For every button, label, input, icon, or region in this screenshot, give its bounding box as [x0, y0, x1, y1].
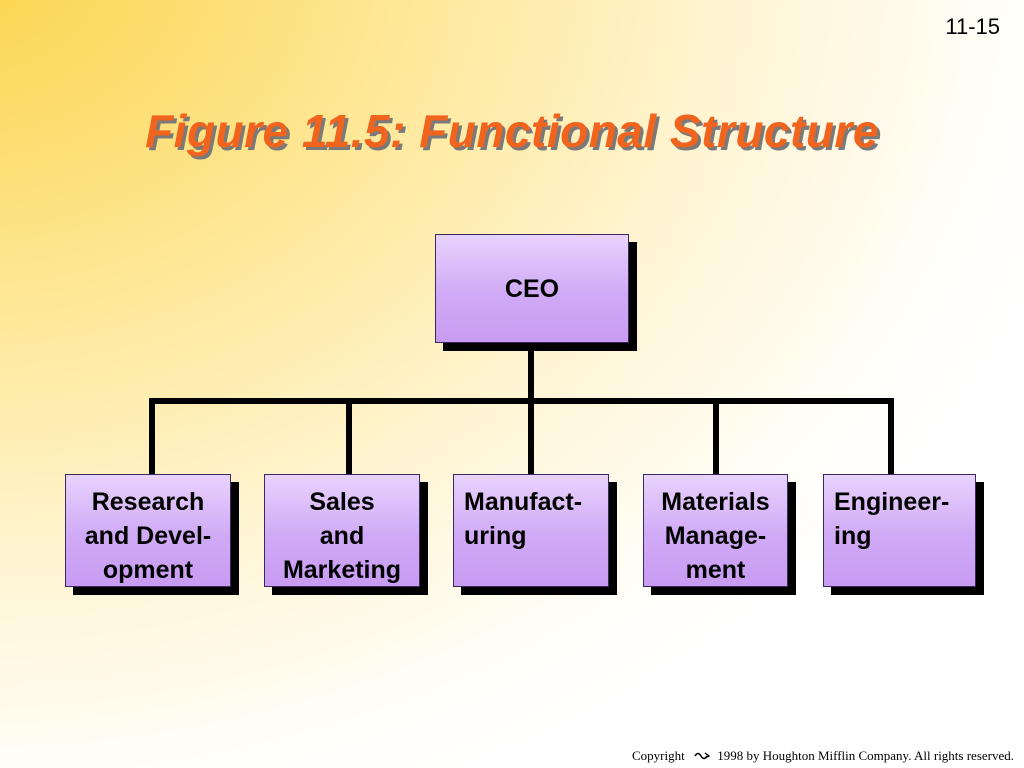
- ceo-box: CEO: [435, 234, 629, 343]
- copyright-label: Copyright: [631, 748, 685, 763]
- dept-box-manufacturing: Manufact- uring: [453, 474, 609, 587]
- dept-box-engineering: Engineer- ing: [823, 474, 976, 587]
- page-title: Figure 11.5: Functional Structure: [145, 105, 879, 157]
- slide-number: 11-15: [945, 14, 1000, 39]
- houghton-mifflin-logo-icon: [694, 748, 711, 764]
- copyright-footer: Copyright 1998 by Houghton Mifflin Compa…: [632, 748, 1014, 764]
- dept-box-sales-marketing: Sales and Marketing: [264, 474, 420, 587]
- dept-box-materials-management: Materials Manage- ment: [643, 474, 788, 587]
- copyright-notice: 1998 by Houghton Mifflin Company. All ri…: [717, 748, 1014, 763]
- dept-box-research-development: Research and Devel- opment: [65, 474, 231, 587]
